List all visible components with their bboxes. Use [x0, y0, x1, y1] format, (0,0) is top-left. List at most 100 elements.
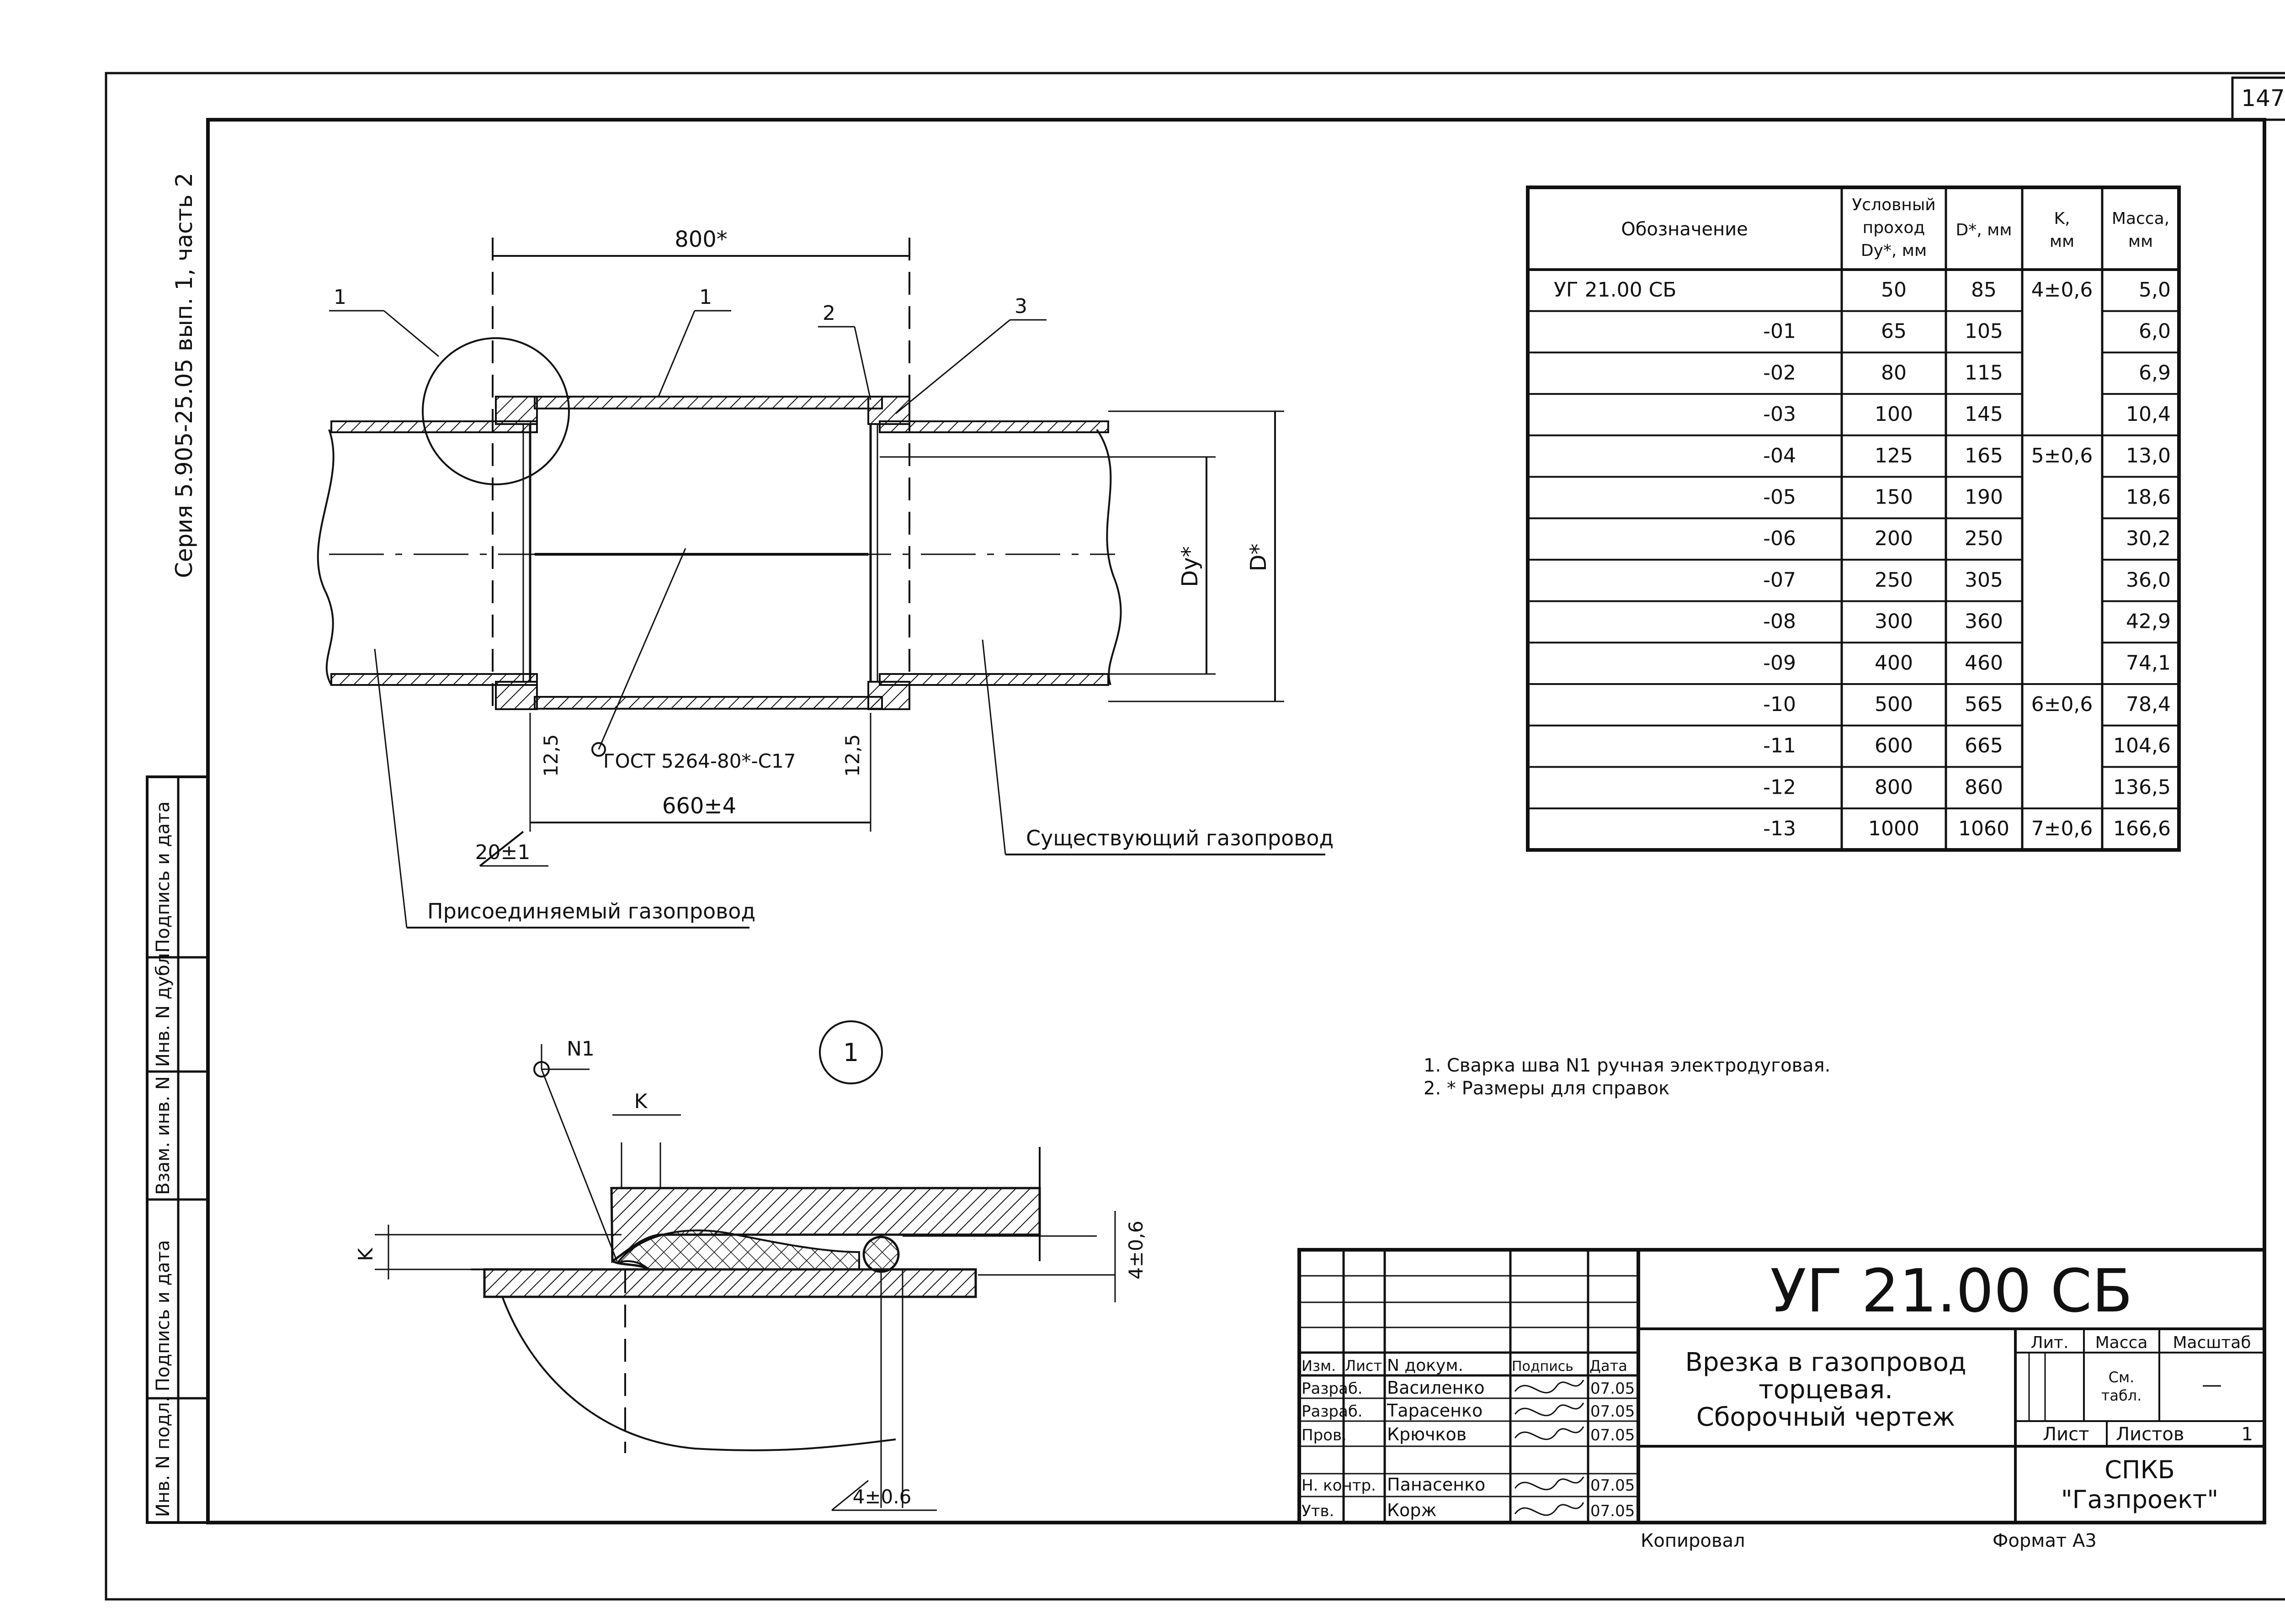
spec-cell-d: 305 — [1965, 568, 2003, 592]
series-label: Серия 5.905-25.05 вып. 1, часть 2 — [171, 173, 197, 578]
tb-designation: УГ 21.00 СБ — [1770, 1256, 2132, 1326]
dim-d: D* — [1246, 544, 1271, 572]
dim-20: 20±1 — [475, 841, 531, 864]
spec-cell-mass: 30,2 — [2126, 527, 2171, 550]
th-mass-1: Масса, — [2112, 209, 2169, 228]
spec-cell-d: 165 — [1965, 444, 2003, 467]
tb-date: 07.05 — [1590, 1402, 1635, 1421]
spec-cell-code: -06 — [1763, 527, 1796, 550]
spec-cell-dy: 80 — [1881, 361, 1907, 384]
joined-pipe-label: Присоединяемый газопровод — [427, 899, 755, 923]
spec-cell-k: 7±0,6 — [2031, 817, 2093, 840]
spec-cell-dy: 1000 — [1868, 817, 1919, 840]
th-d: D*, мм — [1956, 221, 2012, 239]
callout-2: 2 — [823, 302, 835, 325]
side-stamp: Инв. N подл. Подпись и дата Взам. инв. N… — [146, 775, 209, 1524]
tb-hdr-list: Лист — [1345, 1357, 1382, 1375]
weld-n1-label: N1 — [567, 1037, 595, 1061]
spec-cell-dy: 125 — [1875, 444, 1913, 467]
tb-title-line-3: Сборочный чертеж — [1696, 1402, 1955, 1432]
dim-12-5-right: 12,5 — [841, 734, 864, 777]
spec-cell-code: -12 — [1763, 775, 1796, 799]
tb-role-row: Разраб. Тарасенко 07.05 — [1302, 1401, 1635, 1421]
dim-12-5-left: 12,5 — [540, 734, 562, 777]
spec-cell-dy: 200 — [1875, 527, 1913, 550]
spec-cell-d: 860 — [1965, 775, 2003, 799]
dim-4-right: 4±0,6 — [1125, 1221, 1147, 1279]
tb-sheets-count: 1 — [2242, 1424, 2253, 1445]
spec-cell-k: 6±0,6 — [2031, 693, 2093, 716]
title-block: УГ 21.00 СБ Врезка в газопровод торцевая… — [1297, 1248, 2266, 1524]
tb-name: Тарасенко — [1387, 1401, 1483, 1421]
spec-cell-code: УГ 21.00 СБ — [1554, 278, 1677, 302]
th-k-1: K, — [2054, 209, 2070, 228]
detail-1-label: 1 — [843, 1038, 859, 1067]
stamp-inv-dubl: Инв. N дубл. — [153, 947, 174, 1067]
stamp-vzam-inv: Взам. инв. N — [153, 1076, 174, 1195]
tb-mass-value-1: См. — [2109, 1369, 2135, 1386]
spec-cell-code: -11 — [1763, 734, 1796, 758]
spec-cell-k: 4±0,6 — [2031, 278, 2093, 302]
tb-signature — [1514, 1380, 1584, 1394]
tb-sheets-label: Листов — [2116, 1424, 2184, 1445]
spec-cell-d: 115 — [1965, 361, 2003, 384]
spec-cell-mass: 42,9 — [2126, 610, 2171, 633]
tb-title-line-1: Врезка в газопровод — [1685, 1348, 1966, 1377]
tb-role: Н. контр. — [1302, 1476, 1376, 1495]
tb-name: Василенко — [1387, 1378, 1485, 1398]
spec-cell-d: 145 — [1965, 403, 2003, 426]
dim-k-top: K — [634, 1090, 648, 1113]
dim-800: 800* — [675, 227, 728, 252]
callout-1-top: 1 — [699, 286, 712, 309]
spec-cell-mass: 10,4 — [2126, 403, 2171, 426]
tb-mass-value-2: табл. — [2101, 1387, 2142, 1404]
spec-cell-code: -02 — [1763, 361, 1796, 384]
tb-name: Крючков — [1387, 1424, 1467, 1444]
tb-signature — [1514, 1402, 1584, 1417]
spec-cell-mass: 78,4 — [2126, 693, 2171, 716]
dim-k-left: K — [354, 1247, 377, 1261]
spec-cell-mass: 6,9 — [2139, 361, 2171, 384]
th-dy-2: проход — [1863, 218, 1925, 237]
spec-cell-mass: 104,6 — [2113, 734, 2171, 758]
dim-4-bottom: 4±0.6 — [853, 1486, 912, 1508]
tb-signature — [1514, 1426, 1584, 1440]
tb-sheet-label: Лист — [2043, 1424, 2089, 1445]
main-pipe-drawing: 800* Dy* D* 660±4 20±1 12,5 12,5 ГОСТ 52… — [317, 227, 1334, 929]
tb-role: Разраб. — [1302, 1402, 1363, 1421]
tb-hdr-izm: Изм. — [1302, 1357, 1336, 1375]
spec-cell-dy: 600 — [1875, 734, 1913, 758]
spec-cell-dy: 50 — [1881, 278, 1907, 302]
spec-cell-dy: 100 — [1875, 403, 1913, 426]
spec-cell-mass: 74,1 — [2126, 651, 2171, 674]
spec-cell-dy: 400 — [1875, 651, 1913, 674]
dim-660: 660±4 — [662, 793, 736, 819]
spec-cell-d: 665 — [1965, 734, 2003, 758]
tb-name: Панасенко — [1387, 1475, 1485, 1495]
spec-table: Обозначение Условный проход Dy*, мм D*, … — [1526, 186, 2181, 852]
spec-row: -11 600 665 104,6 — [1763, 734, 2171, 758]
note-1: 1. Сварка шва N1 ручная электродуговая. — [1424, 1055, 1830, 1076]
tb-title-line-2: торцевая. — [1759, 1375, 1893, 1405]
stamp-podpis-1: Подпись и дата — [153, 1240, 174, 1391]
th-mass-2: мм — [2128, 232, 2153, 251]
stamp-podpis-2: Подпись и дата — [153, 801, 174, 953]
tb-signature — [1514, 1476, 1584, 1491]
spec-cell-d: 105 — [1965, 320, 2003, 343]
tb-org-2: "Газпроект" — [2061, 1485, 2218, 1514]
tb-date: 07.05 — [1590, 1380, 1635, 1398]
tb-role: Пров. — [1302, 1426, 1347, 1444]
tb-date: 07.05 — [1590, 1476, 1635, 1495]
callout-3: 3 — [1015, 295, 1027, 318]
spec-cell-d: 360 — [1965, 610, 2003, 633]
tb-hdr-ndoc: N докум. — [1387, 1356, 1463, 1375]
tb-role-row: Н. контр. Панасенко 07.05 — [1302, 1475, 1635, 1495]
